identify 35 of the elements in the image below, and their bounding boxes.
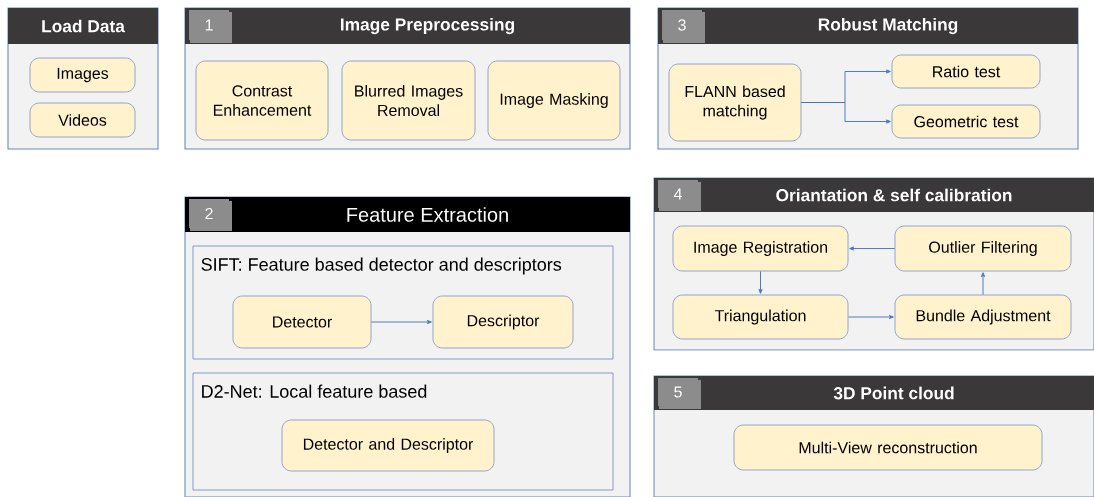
process-box: Bundle Adjustment xyxy=(894,294,1072,340)
arrow xyxy=(980,272,986,296)
process-box: Videos xyxy=(29,102,136,138)
step-number: 4 xyxy=(658,180,698,208)
process-box: Geometric test xyxy=(891,104,1041,139)
group-title: D2-Net: Local feature based xyxy=(202,384,427,398)
process-box: Blurred Images Removal xyxy=(341,60,476,141)
process-box: Triangulation xyxy=(672,294,849,340)
process-box: Outlier Filtering xyxy=(894,225,1072,272)
process-box: Multi-View reconstruction xyxy=(733,424,1043,471)
panel-title: 3D Point cloud xyxy=(833,386,954,400)
group-title: SIFT: Feature based detector and descriptors xyxy=(201,257,562,275)
process-box: Detector xyxy=(232,295,372,349)
arrow xyxy=(847,314,894,320)
process-box: Image Masking xyxy=(487,60,621,141)
process-box: Contrast Enhancement xyxy=(195,60,329,141)
step-number: 5 xyxy=(658,378,698,406)
process-box: Descriptor xyxy=(432,295,574,349)
arrow xyxy=(370,319,432,325)
panel-title: Robust Matching xyxy=(818,17,958,35)
process-box: Images xyxy=(29,57,136,93)
panel-title: Oriantation & self calibration xyxy=(776,188,1012,202)
process-box: FLANN based matching xyxy=(668,63,802,142)
step-number: 3 xyxy=(662,10,702,40)
process-box: Ratio test xyxy=(891,54,1041,89)
arrow xyxy=(849,246,896,251)
panel-title: Image Preprocessing xyxy=(341,17,514,35)
step-number: 2 xyxy=(189,198,229,229)
arrow xyxy=(758,270,763,294)
process-box: Image Registration xyxy=(672,225,849,272)
panel-title: Load Data xyxy=(42,19,125,33)
step-number: 1 xyxy=(189,10,229,40)
panel-title: Feature Extraction xyxy=(347,207,508,222)
process-box: Detector and Descriptor xyxy=(281,419,495,472)
arrow xyxy=(800,102,891,124)
